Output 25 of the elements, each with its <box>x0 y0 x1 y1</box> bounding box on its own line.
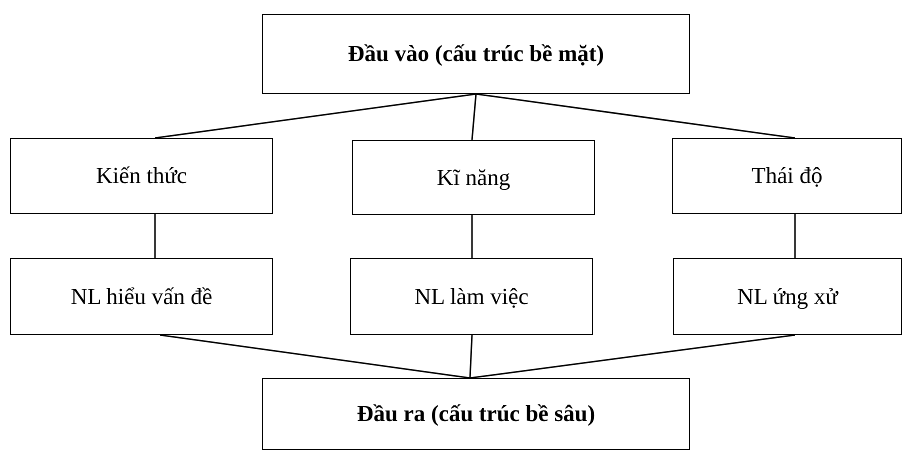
process-box <box>262 378 690 450</box>
connector-line <box>471 94 477 140</box>
connector-line <box>470 334 796 379</box>
box-label: NL làm việc <box>414 284 529 310</box>
process-box <box>672 138 902 214</box>
box-label: Thái độ <box>752 163 822 189</box>
connector-line <box>471 215 473 258</box>
process-box <box>350 258 593 335</box>
box-label: Đầu ra (cấu trúc bề sâu) <box>356 401 596 427</box>
connector-line <box>476 93 796 139</box>
process-box <box>10 258 273 335</box>
connector-line <box>154 214 156 258</box>
box-label: NL ứng xử <box>737 284 838 310</box>
process-box <box>352 140 595 215</box>
connector-line <box>154 93 476 139</box>
box-label: Đầu vào (cấu trúc bề mặt) <box>348 41 604 67</box>
box-label: Kiến thức <box>96 163 188 189</box>
process-box <box>673 258 902 335</box>
box-label: Kĩ năng <box>436 164 510 190</box>
process-box <box>10 138 273 214</box>
connector-line <box>794 214 796 258</box>
box-label: NL hiểu vấn đề <box>70 284 212 310</box>
connector-line <box>160 334 470 379</box>
process-box <box>262 14 690 94</box>
connector-line <box>469 334 473 378</box>
